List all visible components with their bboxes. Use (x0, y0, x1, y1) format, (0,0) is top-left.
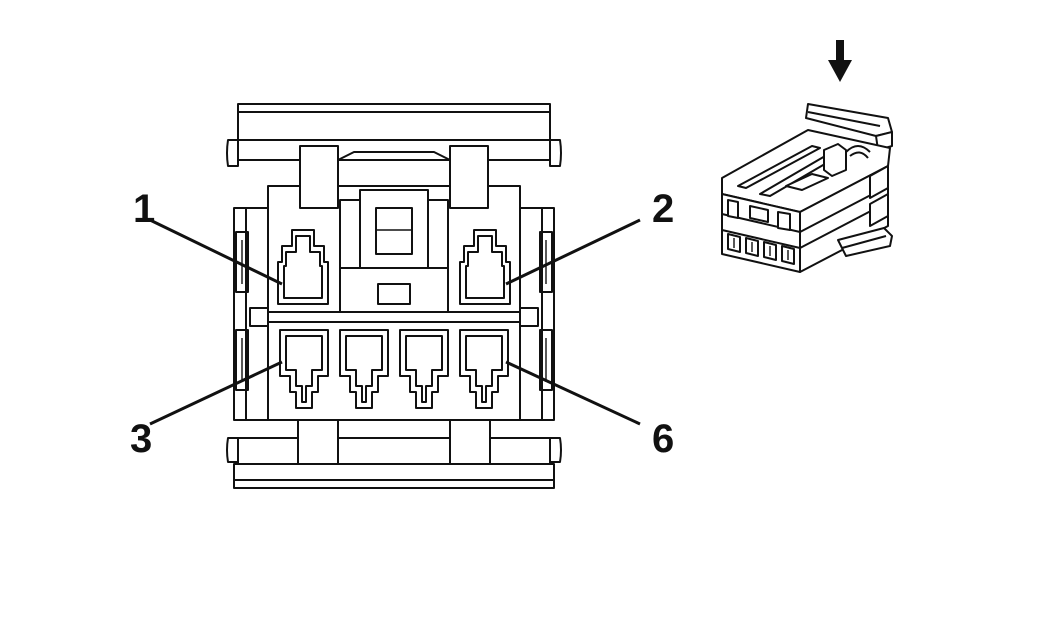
pin-callouts: 1 2 3 6 (130, 187, 674, 461)
cavity-pin-1 (277, 229, 329, 305)
cavity-pin-4 (339, 329, 389, 409)
top-latch (226, 103, 562, 167)
bottom-latch (226, 419, 562, 489)
upper-posts (299, 145, 489, 313)
connector-front-view (226, 103, 562, 489)
pin-label-6: 6 (652, 417, 674, 461)
cavity-pin-6 (459, 329, 509, 409)
cavity-pin-3 (279, 329, 329, 409)
leader-line-pin-3 (149, 360, 283, 426)
connector-isometric-view (721, 103, 893, 273)
arrow-down-icon (828, 40, 852, 82)
leader-line-pin-1 (149, 218, 283, 286)
pin-label-2: 2 (652, 187, 674, 231)
pin-label-3: 3 (130, 417, 152, 461)
cavity-pin-2 (459, 229, 511, 305)
cavity-pin-5 (399, 329, 449, 409)
pin-label-1: 1 (133, 187, 155, 231)
leader-line-pin-2 (505, 218, 641, 286)
leader-line-pin-6 (505, 360, 641, 426)
lower-cavities (279, 329, 509, 409)
